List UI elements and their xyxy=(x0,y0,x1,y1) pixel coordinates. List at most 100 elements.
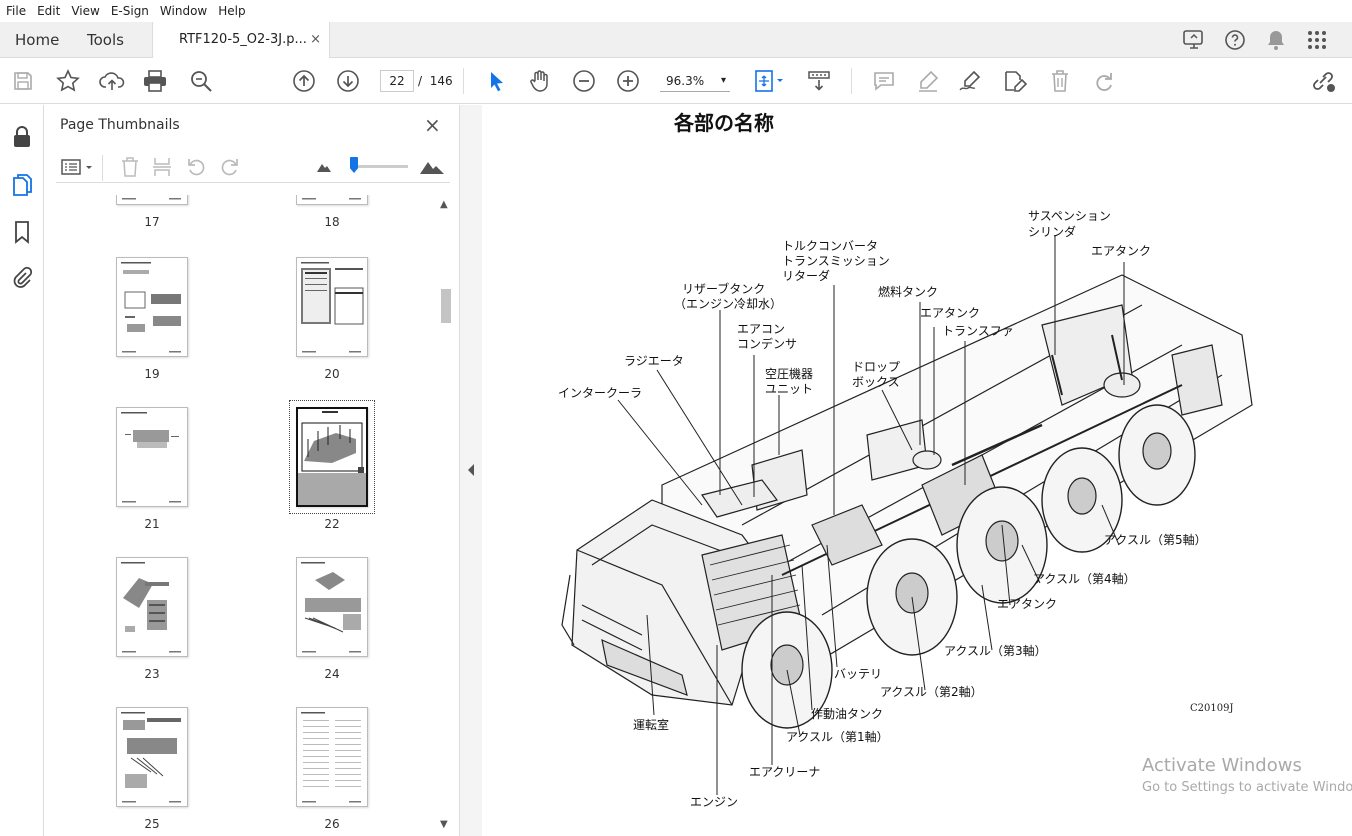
label-air-cleaner: エアクリーナ xyxy=(749,765,821,779)
help-icon[interactable] xyxy=(1223,28,1247,52)
tab-home[interactable]: Home xyxy=(15,31,60,49)
previous-page-icon[interactable] xyxy=(291,68,317,94)
label-aircon: エアコン xyxy=(737,322,786,336)
page-thumbnail[interactable] xyxy=(116,195,188,205)
comment-icon[interactable] xyxy=(871,68,897,94)
label-engine-coolant: （エンジン冷却水） xyxy=(674,297,783,311)
lock-icon[interactable] xyxy=(10,125,34,149)
page-thumbnail[interactable] xyxy=(116,257,188,357)
page-thumbnail-selected[interactable] xyxy=(296,407,368,507)
activation-watermark-title: Activate Windows xyxy=(1142,755,1302,776)
attachment-paperclip-icon[interactable] xyxy=(10,265,34,289)
next-page-icon[interactable] xyxy=(335,68,361,94)
page-number-input[interactable]: 22 xyxy=(380,70,414,92)
label-condenser: コンデンサ xyxy=(737,337,798,351)
tab-document[interactable]: RTF120-5_O2-3J.p... × xyxy=(152,22,330,58)
thumbnail-label: 25 xyxy=(144,817,160,831)
upload-cloud-icon[interactable] xyxy=(99,68,125,94)
page-thumbnail[interactable] xyxy=(116,407,188,507)
figure-code: C20109J xyxy=(1190,703,1234,714)
rotate-left-icon[interactable] xyxy=(184,155,208,179)
menu-esign[interactable]: E-Sign xyxy=(110,4,149,18)
search-zoom-icon[interactable] xyxy=(188,68,214,94)
label-pneumatic: 空圧機器 xyxy=(765,367,814,381)
activation-watermark-text: Go to Settings to activate Windows. xyxy=(1142,780,1352,795)
zoom-in-icon[interactable] xyxy=(615,68,641,94)
page-thumbnail[interactable] xyxy=(296,707,368,807)
thumbnail-label: 17 xyxy=(144,215,160,229)
zoom-level-select[interactable]: 96.3% ▾ xyxy=(660,70,730,92)
thumbnail-list: 17 18 19 20 21 22 23 24 xyxy=(56,195,436,836)
tab-tools[interactable]: Tools xyxy=(87,31,124,49)
label-battery: バッテリ xyxy=(834,667,883,681)
label-intercooler: インタークーラ xyxy=(558,386,643,400)
notification-bell-icon[interactable] xyxy=(1264,28,1288,52)
tab-close-icon[interactable]: × xyxy=(310,32,321,47)
thumbnail-options-icon[interactable] xyxy=(60,155,96,179)
chevron-down-icon: ▾ xyxy=(720,75,726,86)
edit-text-icon[interactable] xyxy=(1002,68,1028,94)
rotate-right-icon[interactable] xyxy=(218,155,242,179)
label-air-tank-low: エアタンク xyxy=(997,597,1058,611)
page-thumbnail[interactable] xyxy=(296,195,368,205)
redo-icon[interactable] xyxy=(1091,68,1117,94)
menu-view[interactable]: View xyxy=(71,4,100,18)
highlight-pen-icon[interactable] xyxy=(915,68,941,94)
thumbnail-label: 19 xyxy=(144,367,160,381)
hand-tool-icon[interactable] xyxy=(527,68,553,94)
truck-parts-diagram xyxy=(561,235,1253,795)
thumbnails-panel: Page Thumbnails × xyxy=(44,105,460,836)
scrollbar-thumb[interactable] xyxy=(441,289,451,323)
bookmark-star-icon[interactable] xyxy=(55,68,81,94)
label-engine: エンジン xyxy=(690,795,739,809)
delete-page-icon[interactable] xyxy=(118,155,142,179)
menu-file[interactable]: File xyxy=(6,4,27,18)
label-axle-3: アクスル（第3軸） xyxy=(944,644,1047,658)
thumbnail-label: 21 xyxy=(144,517,160,531)
apps-grid-icon[interactable] xyxy=(1305,28,1329,52)
label-axle-4: アクスル（第4軸） xyxy=(1033,572,1136,586)
zoom-out-icon[interactable] xyxy=(571,68,597,94)
scroll-mode-icon[interactable] xyxy=(806,68,832,94)
thumbnail-size-slider-handle[interactable] xyxy=(350,157,358,173)
pages-thumbnail-icon[interactable] xyxy=(10,173,34,197)
label-air-tank-mid: エアタンク xyxy=(920,306,981,320)
select-cursor-icon[interactable] xyxy=(484,68,510,94)
toolbar-divider xyxy=(463,68,464,94)
thumbnail-large-mountain-icon[interactable] xyxy=(418,155,446,179)
menu-window[interactable]: Window xyxy=(159,4,208,18)
page-thumbnail[interactable] xyxy=(116,707,188,807)
page-thumbnail[interactable] xyxy=(296,257,368,357)
label-cylinder: シリンダ xyxy=(1028,225,1077,239)
thumbnail-small-mountain-icon[interactable] xyxy=(312,155,336,179)
fit-page-icon[interactable] xyxy=(752,68,786,94)
zoom-level-value: 96.3% xyxy=(666,74,705,88)
menu-help[interactable]: Help xyxy=(218,4,246,18)
link-share-icon[interactable] xyxy=(1310,68,1336,94)
thumbnail-label: 24 xyxy=(324,667,340,681)
label-air-tank-top: エアタンク xyxy=(1091,244,1152,258)
collapse-arrow-icon xyxy=(468,464,474,476)
label-retarder: リターダ xyxy=(782,269,831,283)
draw-sign-icon[interactable] xyxy=(958,68,984,94)
share-screen-icon[interactable] xyxy=(1182,28,1206,52)
thumbnail-scrollbar[interactable]: ▲ ▼ xyxy=(440,197,452,836)
document-title: 各部の名称 xyxy=(674,111,774,135)
tab-bar: Home Tools RTF120-5_O2-3J.p... × xyxy=(0,22,1352,58)
scroll-down-icon[interactable]: ▼ xyxy=(440,819,448,830)
panel-collapse-handle[interactable] xyxy=(460,105,482,836)
menu-edit[interactable]: Edit xyxy=(37,4,61,18)
panel-toolbar xyxy=(56,153,450,183)
save-icon[interactable] xyxy=(10,68,36,94)
delete-icon[interactable] xyxy=(1047,68,1073,94)
scroll-up-icon[interactable]: ▲ xyxy=(440,199,448,210)
page-thumbnail[interactable] xyxy=(116,557,188,657)
label-suspension: サスペンション xyxy=(1028,209,1111,223)
thumbnail-size-slider[interactable] xyxy=(352,165,408,168)
extract-pages-icon[interactable] xyxy=(150,155,174,179)
panel-close-icon[interactable]: × xyxy=(424,113,441,137)
page-thumbnail[interactable] xyxy=(296,557,368,657)
label-axle-5: アクスル（第5軸） xyxy=(1104,533,1207,547)
bookmark-icon[interactable] xyxy=(10,220,34,244)
print-icon[interactable] xyxy=(142,68,168,94)
